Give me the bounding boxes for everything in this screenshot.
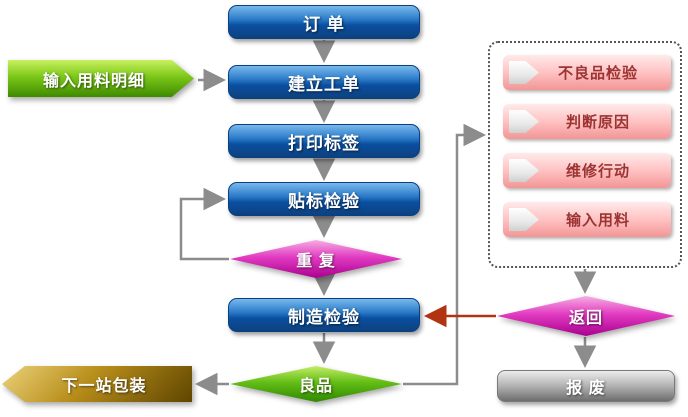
node-print-label: 打印标签 — [228, 124, 420, 158]
next-station-packaging-label: 下一站包装 — [2, 366, 192, 402]
rework-group-box — [488, 41, 682, 268]
repeat-decision-label: 重 复 — [230, 240, 402, 278]
arrow-right-icon — [509, 159, 539, 182]
node-create-work-order: 建立工单 — [228, 65, 420, 99]
node-label-inspection: 贴标检验 — [228, 182, 420, 216]
connector-good-to-rework-box — [403, 123, 486, 386]
node-repair-action: 维修行动 — [503, 153, 671, 188]
node-scrap: 报 废 — [497, 370, 675, 402]
connector-repeat-loop-to-label — [179, 187, 229, 261]
defective-inspection-label: 不良品检验 — [557, 65, 638, 82]
input-material-detail-label: 输入用料明细 — [8, 60, 194, 97]
good-product-decision-label: 良品 — [230, 366, 402, 402]
node-good-product-decision: 良品 — [230, 366, 402, 402]
arrow-right-icon — [509, 61, 539, 84]
arrow-right-icon — [509, 110, 539, 133]
repair-action-label: 维修行动 — [565, 163, 630, 180]
judge-cause-label: 判断原因 — [565, 114, 630, 131]
input-material-label: 输入用料 — [565, 212, 630, 229]
return-decision-label: 返回 — [497, 296, 675, 336]
node-manufacturing-inspection: 制造检验 — [228, 298, 420, 332]
node-input-material-detail: 输入用料明细 — [8, 60, 194, 97]
node-repeat-decision: 重 复 — [230, 240, 402, 278]
node-order: 订 单 — [228, 5, 420, 39]
node-input-material: 输入用料 — [503, 202, 671, 237]
node-defective-inspection: 不良品检验 — [503, 55, 671, 90]
node-next-station-packaging: 下一站包装 — [2, 366, 192, 402]
node-judge-cause: 判断原因 — [503, 104, 671, 139]
arrow-right-icon — [509, 208, 539, 231]
node-return-decision: 返回 — [497, 296, 675, 336]
